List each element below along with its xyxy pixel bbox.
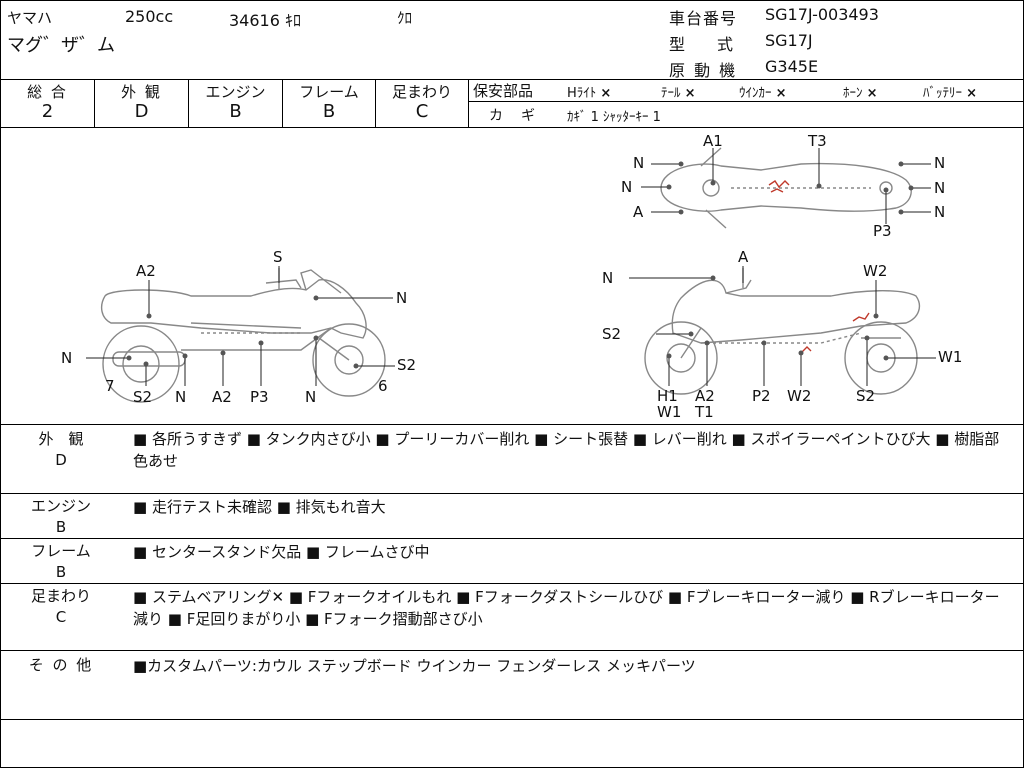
- label-right-n-top: N: [602, 269, 614, 287]
- right-side-scooter-drawing: [644, 268, 921, 395]
- grade-engine: エンジン B: [189, 79, 283, 127]
- note-row-exterior: 外 観 D ■ 各所うすきず ■ タンク内さび小 ■ プーリーカバー削れ ■ シ…: [1, 425, 1023, 494]
- label-top-a: A: [633, 203, 644, 221]
- label-left-n-b: N: [175, 388, 187, 406]
- label-left-s2-right: S2: [397, 356, 417, 374]
- key-value: ｶｷﾞ 1 ｼｬｯﾀｰｷｰ 1: [567, 110, 661, 125]
- label-top-a1: A1: [703, 132, 723, 150]
- note-grade: B: [55, 518, 67, 536]
- label-right-t1: T1: [695, 403, 714, 421]
- note-category: フレーム: [31, 542, 91, 560]
- label-right-s2-left: S2: [602, 325, 622, 343]
- part-horn: ﾎｰﾝ ×: [843, 86, 878, 101]
- grade-overall: 総 合 2: [1, 79, 95, 127]
- label-left-7: 7: [105, 377, 115, 395]
- model-type: SG17J: [765, 31, 813, 50]
- note-text: ■ センタースタンド欠品 ■ フレームさび中: [133, 543, 430, 561]
- note-row-frame: フレーム B ■ センタースタンド欠品 ■ フレームさび中: [1, 539, 1023, 584]
- label-left-n-right: N: [396, 289, 408, 307]
- mileage: 34616 ｷﾛ: [229, 11, 301, 30]
- damage-mark-cowl: [852, 312, 870, 322]
- label-top-p3: P3: [873, 222, 892, 240]
- safety-parts-title: 保安部品: [473, 82, 534, 100]
- label-left-a2: A2: [212, 388, 232, 406]
- color: ｸﾛ: [397, 9, 413, 27]
- note-text: ■ 各所うすきず ■ タンク内さび小 ■ プーリーカバー削れ ■ シート張替 ■…: [133, 430, 1000, 470]
- scooter-diagrams-svg: [86, 147, 936, 403]
- note-row-suspension: 足まわり C ■ ステムベアリング✕ ■ Fフォークオイルもれ ■ Fフォークダ…: [1, 584, 1023, 651]
- safety-parts: 保安部品 Hﾗｲﾄ × ﾃｰﾙ × ｳｲﾝｶｰ × ﾎｰﾝ × ﾊﾞｯﾃﾘｰ ×…: [469, 79, 1023, 127]
- damage-mark-floor: [800, 346, 812, 354]
- model-name: マグ゛ザ゛ム: [7, 35, 115, 56]
- anchor-dots: [126, 161, 914, 369]
- part-taillight: ﾃｰﾙ ×: [661, 86, 696, 101]
- label-top-n2: N: [621, 178, 633, 196]
- label-right-h1: H1: [657, 387, 678, 405]
- grade-exterior: 外 観 D: [95, 79, 189, 127]
- maker: ヤマハ: [7, 9, 53, 27]
- vehicle-header: ヤマハ 250cc 34616 ｷﾛ ｸﾛ マグ゛ザ゛ム 車台番号 SG17J-…: [1, 1, 1023, 80]
- frame-number-label: 車台番号: [669, 9, 738, 28]
- label-right-p2: P2: [752, 387, 771, 405]
- engine-type: G345E: [765, 57, 819, 76]
- displacement: 250cc: [125, 7, 174, 26]
- note-grade: D: [55, 451, 67, 469]
- label-right-w1-right: W1: [938, 348, 963, 366]
- grade-suspension: 足まわり C: [376, 79, 469, 127]
- key-label: カ ギ: [489, 108, 537, 124]
- note-category: エンジン: [30, 497, 91, 515]
- part-headlight: Hﾗｲﾄ ×: [567, 86, 612, 101]
- label-left-n-c: N: [305, 388, 317, 406]
- label-right-a2: A2: [695, 387, 715, 405]
- note-grade: C: [55, 608, 67, 626]
- note-grade: B: [55, 563, 67, 581]
- note-category: 足まわり: [30, 587, 91, 605]
- label-right-s2: S2: [856, 387, 876, 405]
- note-text: ■ 走行テスト未確認 ■ 排気もれ音大: [133, 498, 386, 516]
- label-left-s: S: [273, 248, 283, 266]
- grade-frame: フレーム B: [283, 79, 376, 127]
- note-row-engine: エンジン B ■ 走行テスト未確認 ■ 排気もれ音大: [1, 494, 1023, 539]
- label-top-n1: N: [633, 154, 645, 172]
- damage-diagram: S A2 N N S2 7 6 S2 N A2 P3 N N A W2 S2 W…: [1, 128, 1023, 425]
- label-right-w1: W1: [657, 403, 682, 421]
- top-view-scooter-drawing: [660, 147, 912, 229]
- grades-row: 総 合 2 外 観 D エンジン B フレーム B 足まわり C 保安部品 Hﾗ…: [1, 79, 1023, 128]
- note-row-other: そ の 他 ■カスタムパーツ:カウル ステップボード ウインカー フェンダーレス…: [1, 651, 1023, 720]
- label-left-n-left: N: [61, 349, 73, 367]
- note-category: 外 観: [38, 430, 84, 448]
- label-left-p3: P3: [250, 388, 269, 406]
- label-top-t3: T3: [808, 132, 827, 150]
- note-category: そ の 他: [28, 656, 94, 674]
- label-top-n3: N: [934, 154, 946, 172]
- part-battery: ﾊﾞｯﾃﾘｰ ×: [923, 86, 978, 101]
- left-side-scooter-drawing: [100, 268, 386, 403]
- label-left-6: 6: [378, 377, 388, 395]
- label-right-w2-top: W2: [863, 262, 888, 280]
- engine-type-label: 原 動 機: [669, 61, 738, 80]
- label-top-n4: N: [934, 179, 946, 197]
- label-top-n5: N: [934, 203, 946, 221]
- leader-lines: [86, 148, 936, 386]
- note-text: ■ ステムベアリング✕ ■ Fフォークオイルもれ ■ Fフォークダストシールひび…: [133, 588, 1000, 628]
- damage-mark-seat: [768, 180, 790, 193]
- part-turn-signal: ｳｲﾝｶｰ ×: [739, 86, 787, 101]
- label-left-a2-top: A2: [136, 262, 156, 280]
- note-text: ■カスタムパーツ:カウル ステップボード ウインカー フェンダーレス メッキパー…: [133, 657, 696, 675]
- label-right-w2: W2: [787, 387, 812, 405]
- model-type-label: 型 式: [669, 35, 734, 54]
- label-right-a-top: A: [738, 248, 749, 266]
- label-left-s2: S2: [133, 388, 153, 406]
- frame-number: SG17J-003493: [765, 5, 879, 24]
